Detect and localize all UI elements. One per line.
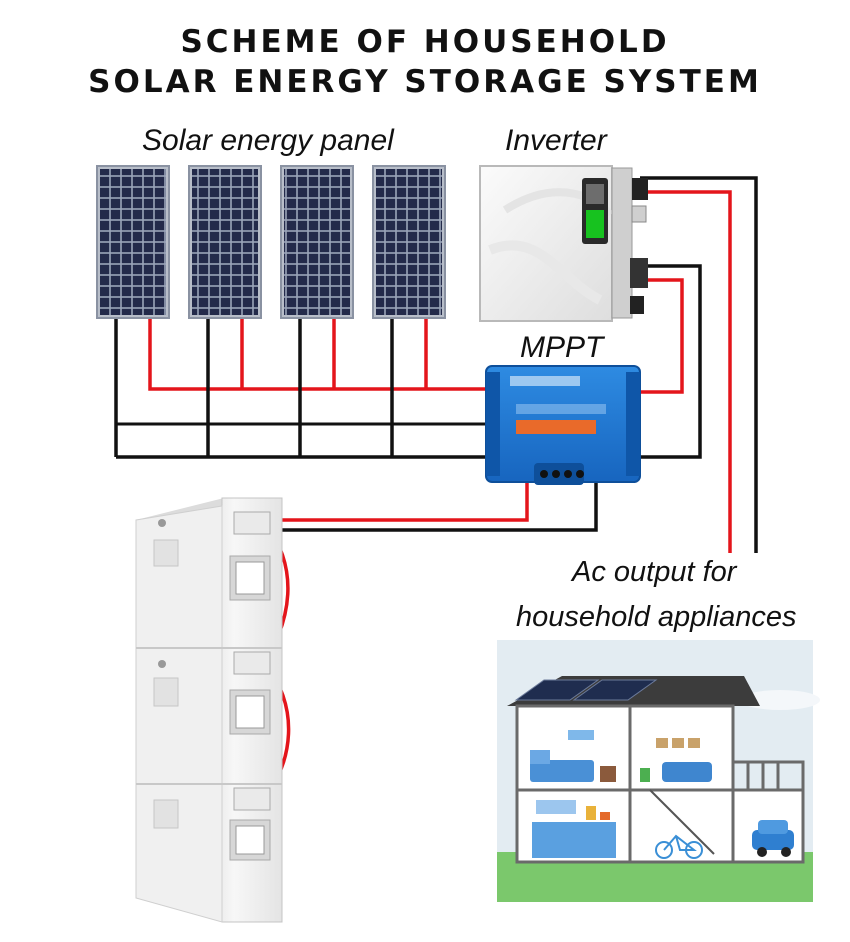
battery-module-3 <box>153 787 271 861</box>
kitchen-icon <box>532 822 616 858</box>
battery-stack <box>135 497 283 923</box>
ac-output-label-line-2: household appliances <box>516 601 797 633</box>
battery-module-2 <box>136 651 282 785</box>
solar-panel-array <box>96 165 446 319</box>
solar-panel-2 <box>188 165 262 319</box>
ac-negative-wire <box>640 176 758 553</box>
diagram-title-line-1: SCHEME OF HOUSEHOLD <box>180 24 670 60</box>
battery-module-1 <box>136 511 282 649</box>
panel-positive-bus <box>148 318 486 391</box>
bicycle-icon <box>655 834 703 859</box>
car-icon <box>752 820 794 857</box>
battery-negative-wire <box>270 480 598 532</box>
solar-panel-label: Solar energy panel <box>142 124 394 157</box>
mppt-controller <box>485 365 641 485</box>
solar-panel-1 <box>96 165 170 319</box>
stairs <box>649 789 715 855</box>
bed-icon <box>530 760 594 782</box>
inverter-label: Inverter <box>505 124 607 157</box>
mppt-inverter-positive <box>640 278 684 394</box>
ac-output-label-line-1: Ac output for <box>572 556 737 588</box>
household-illustration <box>497 640 820 902</box>
solar-panel-3 <box>280 165 354 319</box>
sofa-icon <box>662 762 712 782</box>
inverter-terminal-block <box>611 167 633 319</box>
roof-solar-panel-2 <box>572 679 658 701</box>
mppt-label: MPPT <box>520 331 604 364</box>
ac-positive-wire <box>640 190 732 553</box>
diagram-title-line-2: SOLAR ENERGY STORAGE SYSTEM <box>88 64 762 100</box>
inverter-unit <box>479 165 648 322</box>
mppt-inverter-negative <box>640 264 702 459</box>
battery-positive-wire <box>270 480 529 522</box>
solar-panel-4 <box>372 165 446 319</box>
roof-solar-panel <box>514 679 600 701</box>
